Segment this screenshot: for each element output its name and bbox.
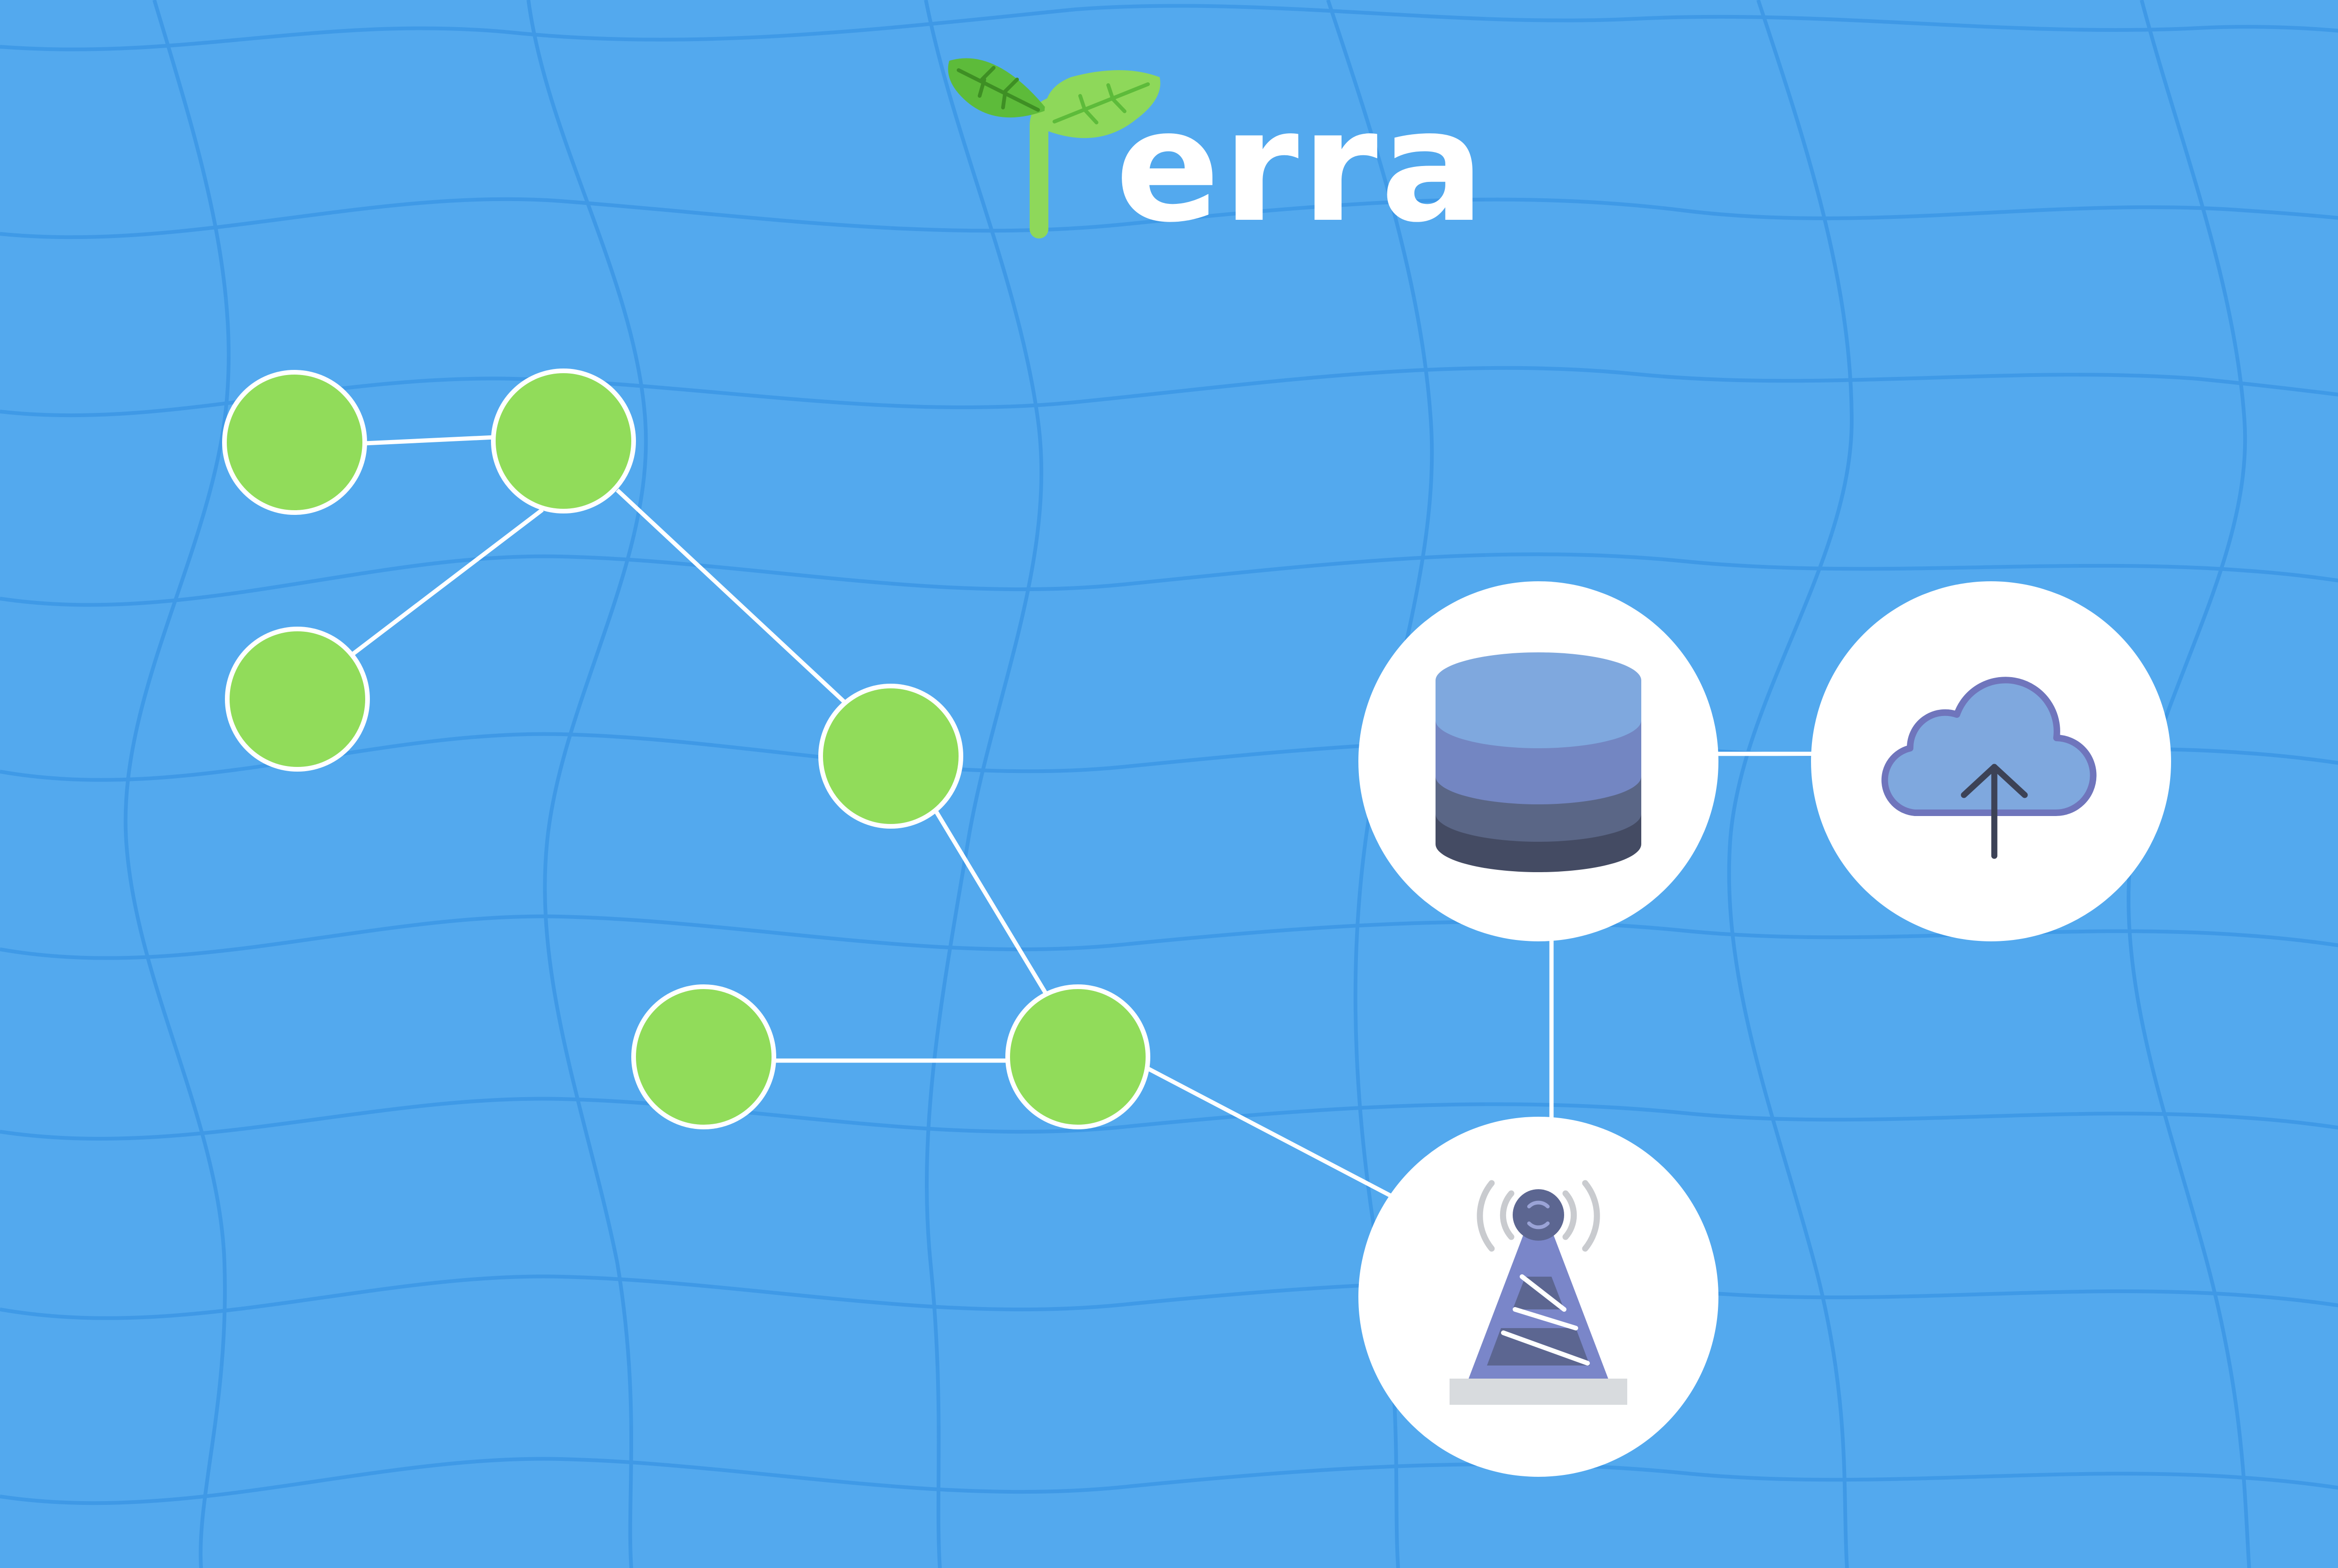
- radio-tower-icon: [1450, 1180, 1627, 1405]
- edge-node4-node6: [933, 809, 1049, 997]
- node-5: [631, 984, 776, 1129]
- cloud-upload-node: [1811, 581, 2171, 941]
- edges: [349, 435, 1817, 1199]
- node-4: [818, 684, 963, 829]
- node-3: [225, 627, 370, 772]
- database-node: [1358, 581, 1718, 941]
- sprout-icon: [948, 58, 1161, 238]
- terra-logo: erra: [948, 58, 1487, 256]
- logo-wordmark: erra: [1115, 77, 1487, 256]
- node-1: [222, 370, 367, 515]
- edge-node6-tower: [1147, 1067, 1395, 1199]
- database-icon: [1436, 652, 1641, 872]
- green-nodes: [222, 369, 1150, 1129]
- edge-node2-node4: [615, 488, 848, 706]
- edge-node1-node2: [364, 435, 495, 446]
- node-6: [1005, 984, 1150, 1129]
- radio-tower-node: [1358, 1117, 1718, 1477]
- node-2: [491, 369, 636, 513]
- edge-node2-node3: [349, 508, 544, 658]
- cloud-upload-icon: [1881, 677, 2097, 859]
